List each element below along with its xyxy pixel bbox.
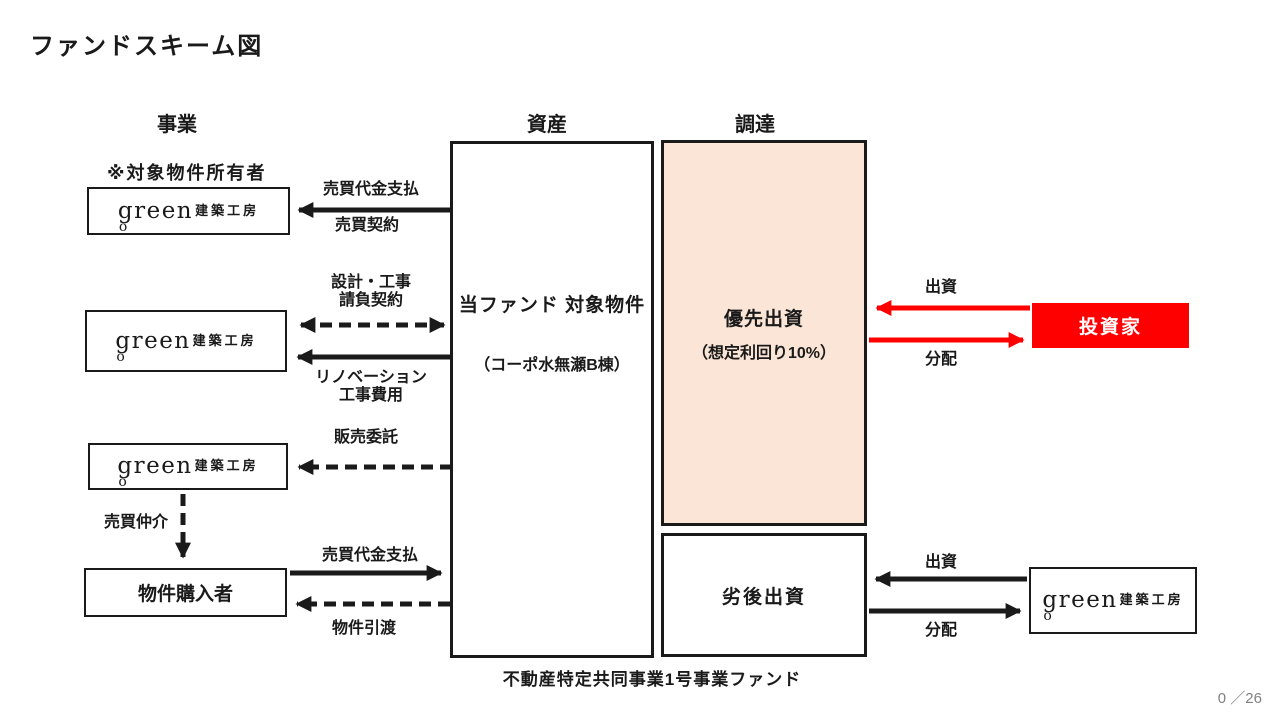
column-header-asset: 資産 [527, 114, 567, 136]
arrow-label-design-contract: 設計・工事 請負契約 [330, 274, 412, 310]
logo-latin-text: green [117, 197, 194, 224]
logo-kanji-text: 建築工房 [195, 202, 260, 218]
arrow-label-sales-brokerage: 売買仲介 [103, 514, 169, 531]
property-buyer-box: 物件購入者 [84, 568, 287, 617]
logo-kanji-text: 建築工房 [1119, 592, 1184, 607]
senior-equity-title: 優先出資 [723, 308, 804, 330]
arrow-label-investment-senior: 出資 [924, 279, 958, 296]
arrow-label-sales-consignment: 販売委託 [333, 429, 399, 446]
logo-latin-text: green [115, 327, 191, 354]
investor-box: 投資家 [1032, 303, 1189, 348]
logo-sub-o: o [1043, 608, 1052, 624]
column-header-funding: 調達 [735, 114, 775, 136]
fund-property-title: 当ファンド 対象物件 [458, 295, 646, 316]
arrow-label-payment-bottom: 売買代金支払 [321, 547, 419, 564]
column-header-business: 事業 [157, 114, 197, 136]
logo-sub-o: o [118, 474, 127, 490]
arrow-label-distribution-sub: 分配 [924, 622, 958, 639]
senior-equity-box: 優先出資 （想定利回り10%） [661, 140, 867, 526]
logo-latin-text: green [1042, 587, 1118, 613]
arrow-label-distribution-senior: 分配 [924, 351, 958, 368]
fund-caption: 不動産特定共同事業1号事業ファンド [502, 670, 802, 689]
fund-property-subtitle: （コーポ水無瀬B棟） [474, 356, 630, 374]
arrow-label-investment-sub: 出資 [924, 554, 958, 571]
logo-kanji-text: 建築工房 [194, 458, 259, 473]
fund-property-box: 当ファンド 対象物件 （コーポ水無瀬B棟） [450, 141, 654, 658]
page-number: 0 ／26 [1217, 690, 1262, 707]
arrow-label-sales-contract: 売買契約 [334, 217, 400, 234]
senior-equity-subtitle: （想定利回り10%） [691, 344, 837, 362]
arrow-label-property-handover: 物件引渡 [331, 620, 397, 637]
logo-kanji-text: 建築工房 [192, 332, 257, 348]
owner-note: ※対象物件所有者 [107, 163, 267, 183]
arrow-label-renovation: リノベーション 工事費用 [315, 369, 427, 405]
logo-sub-o: o [118, 218, 128, 235]
subordinated-equity-box: 劣後出資 [661, 533, 867, 657]
logo-latin-text: green [117, 453, 193, 479]
arrow-label-payment-top: 売買代金支払 [322, 181, 420, 198]
slide-title: ファンドスキーム図 [30, 33, 264, 60]
logo-sub-o: o [116, 348, 125, 365]
